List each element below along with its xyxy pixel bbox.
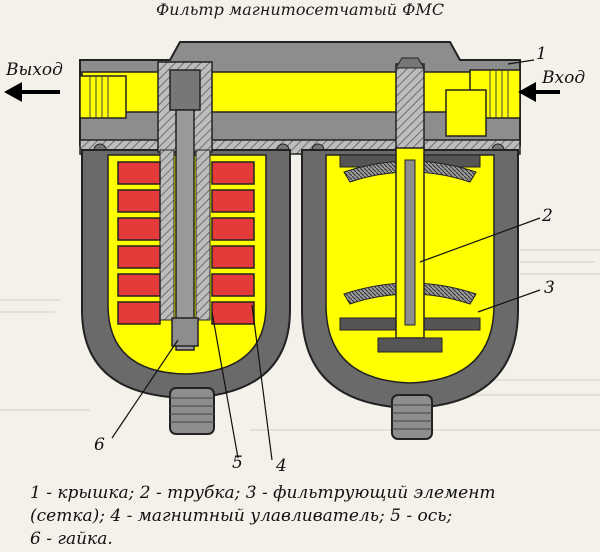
callout-6: 6 [94,435,105,455]
inlet-label: Вход [542,68,586,88]
diagram-title: Фильтр магнитосетчатый ФМС [155,0,445,19]
outlet-arrow [4,82,60,102]
callout-3: 3 [544,278,555,298]
callout-1: 1 [536,44,547,64]
cover [79,41,521,157]
callout-2: 2 [542,206,553,226]
outlet-label: Выход [6,60,63,80]
legend-line-2: (сетка); 4 - магнитный улавливатель; 5 -… [30,506,453,526]
legend-caption: 1 - крышка; 2 - трубка; 3 - фильтрующий … [30,482,590,551]
callout-4: 4 [276,456,287,476]
inlet-arrow [518,82,560,102]
legend-line-3: 6 - гайка. [30,529,113,549]
legend-line-1: 1 - крышка; 2 - трубка; 3 - фильтрующий … [30,483,496,503]
magnet-axis [157,61,213,351]
leader-lines [111,59,541,461]
magnet-rows [117,161,255,325]
callout-5: 5 [232,453,243,473]
central-tube [377,57,443,353]
